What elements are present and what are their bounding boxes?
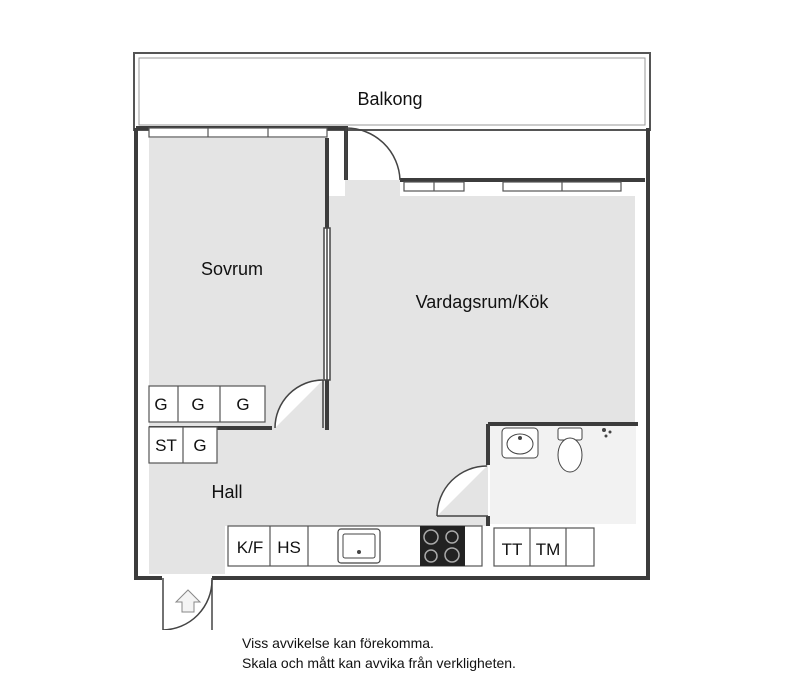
living-kitchen-label: Vardagsrum/Kök [416,292,550,312]
shower-icon [602,428,612,438]
entrance-door [162,578,213,630]
kitchen-unit-label: K/F [237,538,263,557]
floor-area [149,138,635,574]
floor-plan: Balkong Sovrum Vardagsrum/Kök Hall G G G… [133,52,651,630]
laundry-unit-label: TM [536,540,561,559]
hall-label: Hall [211,482,242,502]
wardrobe-label: G [191,395,204,414]
toilet-icon [557,427,583,473]
sink-icon [501,427,539,459]
wardrobe-label: G [154,395,167,414]
bedroom-label: Sovrum [201,259,263,279]
disclaimer: Viss avvikelse kan förekomma. Skala och … [242,633,516,673]
hall-storage-label: G [193,436,206,455]
disclaimer-line: Skala och mått kan avvika från verklighe… [242,655,516,671]
laundry-unit-label: TT [502,540,523,559]
bathroom [490,426,636,524]
balcony-label: Balkong [357,89,422,109]
disclaimer-line: Viss avvikelse kan förekomma. [242,635,434,651]
balcony [133,52,651,131]
wardrobe-label: G [236,395,249,414]
entrance-arrow-icon [174,589,202,613]
kitchen-counter [227,525,483,567]
bedroom-door [274,379,324,429]
windows [148,127,622,192]
stove-icon [420,526,465,566]
window-bedroom [148,127,328,138]
bathroom-door [436,465,488,517]
wardrobe-row [148,385,266,423]
hall-storage-row [148,426,218,464]
doors [162,127,488,630]
kitchen-sink-icon [337,528,381,564]
laundry-row [493,527,595,567]
kitchen-unit-label: HS [277,538,301,557]
hall-storage-label: ST [155,436,177,455]
